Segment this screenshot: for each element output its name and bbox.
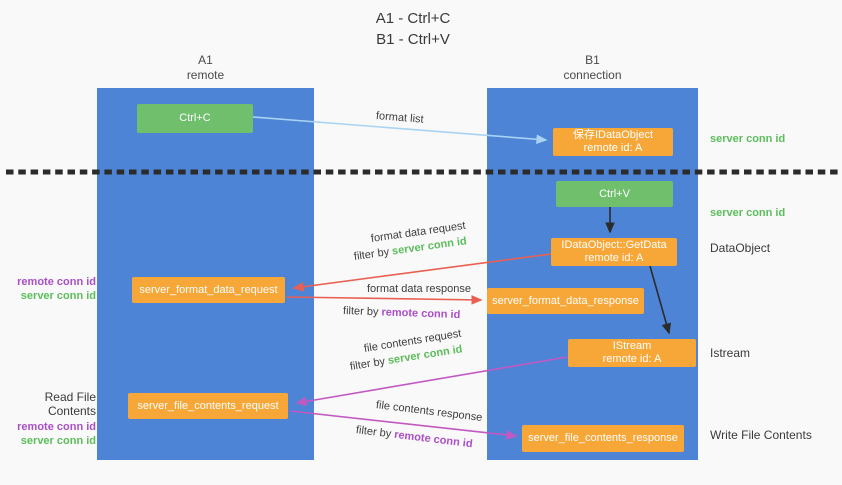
server-conn-id-label: server conn id (710, 133, 786, 145)
arrow-format-data-response (286, 295, 483, 305)
node-server-file-contents-request: server_file_contents_request (128, 393, 288, 419)
diagram-title: A1 - Ctrl+C B1 - Ctrl+V (308, 8, 518, 50)
remote-conn-id-label: remote conn id (17, 276, 96, 288)
arrow-format-list (252, 116, 548, 145)
left-file-conn-ids: Read File Contents remote conn id server… (0, 390, 96, 448)
lane-id-a1: A1 (198, 53, 213, 67)
write-file-contents-label: Write File Contents (710, 428, 812, 442)
node-save-line1: 保存IDataObject (572, 129, 654, 141)
node-ctrl-c: Ctrl+C (137, 104, 253, 133)
node-ctrl-v: Ctrl+V (556, 181, 673, 207)
lane-name-remote: remote (186, 68, 225, 82)
arrow-file-contents-request (295, 356, 568, 407)
remote-conn-id-label: remote conn id (17, 421, 96, 433)
server-conn-id-label: server conn id (20, 435, 96, 447)
arrow-getdata-to-istream (649, 265, 671, 335)
node-istream-line2: remote id: A (602, 353, 662, 365)
left-format-conn-ids: remote conn id server conn id (0, 275, 96, 303)
node-file-request-label: server_file_contents_request (137, 399, 279, 412)
node-ctrl-v-label: Ctrl+V (599, 187, 630, 200)
arrow-format-data-request (292, 253, 552, 292)
lane-id-b1: B1 (585, 53, 600, 67)
node-file-response-label: server_file_contents_response (528, 432, 678, 444)
node-format-request-label: server_format_data_request (139, 283, 278, 296)
read-file-contents-label: Read File Contents (44, 390, 96, 418)
node-ctrl-c-label: Ctrl+C (179, 112, 211, 124)
node-format-response-label: server_format_data_response (492, 294, 639, 307)
filter-by-text: filter by (342, 305, 382, 319)
label-format-data-response: format data response (367, 283, 471, 295)
node-server-format-data-response: server_format_data_response (487, 288, 644, 314)
server-conn-id-label: server conn id (20, 290, 96, 302)
title-line-1: A1 - Ctrl+C (375, 10, 451, 27)
node-save-idataobject: 保存IDataObject remote id: A (553, 128, 673, 156)
node-getdata-line2: remote id: A (584, 252, 644, 264)
node-server-format-data-request: server_format_data_request (132, 277, 285, 303)
node-save-line2: remote id: A (583, 142, 643, 154)
title-line-2: B1 - Ctrl+V (376, 31, 450, 48)
lane-name-connection: connection (563, 68, 622, 82)
istream-label: Istream (710, 346, 751, 360)
dataobject-label: DataObject (710, 241, 771, 255)
node-server-file-contents-response: server_file_contents_response (522, 425, 684, 452)
node-getdata-line1: IDataObject::GetData (561, 239, 667, 251)
lane-header-connection: B1 connection (487, 53, 698, 83)
node-istream-line1: IStream (612, 340, 652, 352)
lane-header-remote: A1 remote (97, 53, 314, 83)
arrow-file-contents-response (289, 410, 518, 440)
node-istream: IStream remote id: A (568, 339, 696, 367)
server-conn-id-label: server conn id (710, 207, 786, 219)
node-idataobject-getdata: IDataObject::GetData remote id: A (551, 238, 677, 266)
